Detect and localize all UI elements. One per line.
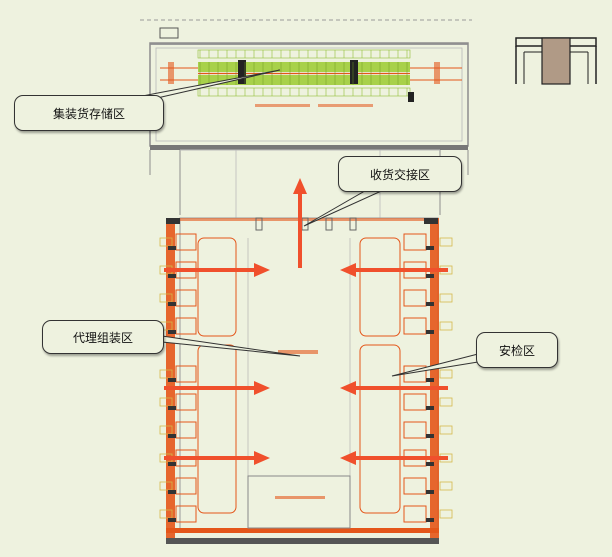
- callout-security-area: 安检区: [476, 332, 558, 368]
- main-hall: [159, 217, 453, 544]
- arrowhead: [340, 451, 356, 465]
- callout-pointers: [121, 69, 479, 377]
- flow-arrows: [164, 178, 448, 465]
- callout-receiving-area: 收货交接区: [338, 156, 462, 192]
- arrowhead: [340, 381, 356, 395]
- arrowhead: [254, 263, 270, 277]
- arrowhead: [254, 381, 270, 395]
- inset-key-drawing: [515, 37, 597, 85]
- callout-storage-area: 集装货存储区: [14, 95, 164, 131]
- loading-bays: [159, 233, 453, 523]
- callout-agent-assembly-area: 代理组装区: [42, 320, 164, 354]
- arrowhead: [254, 451, 270, 465]
- arrowhead: [340, 263, 356, 277]
- storage-shelves: [160, 49, 462, 107]
